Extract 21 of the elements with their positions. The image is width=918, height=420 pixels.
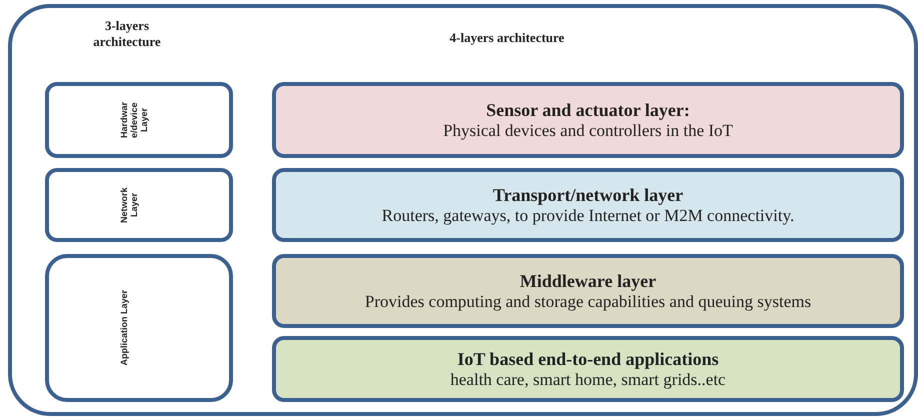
column-heading: 3-layers architecture xyxy=(92,18,162,50)
layer-box xyxy=(272,336,904,402)
layer-box xyxy=(45,82,233,158)
layer-description: Routers, gateways, to provide Internet or M2M connectivity. xyxy=(382,206,794,226)
layer-box xyxy=(45,168,233,242)
layer-description: Provides computing and storage capabilities and queuing systems xyxy=(364,292,812,312)
layer-title: Middleware layer xyxy=(520,270,656,292)
column-heading: 4-layers architecture xyxy=(448,30,566,46)
layer-box xyxy=(272,82,904,158)
layer-name: Hardwar e/device Layer xyxy=(119,101,150,140)
layer-name: Application Layer xyxy=(119,290,130,366)
layer-name: Network Layer xyxy=(119,186,140,225)
layer-description: health care, smart home, smart grids..etc xyxy=(450,370,726,390)
layer-title: IoT based end-to-end applications xyxy=(457,348,719,370)
outer-frame xyxy=(8,4,918,416)
layer-box xyxy=(45,254,233,402)
layer-description: Physical devices and controllers in the IoT xyxy=(443,120,733,140)
layer-title: Transport/network layer xyxy=(492,184,684,206)
layer-box xyxy=(272,254,904,328)
layer-title: Sensor and actuator layer: xyxy=(486,100,690,120)
layer-box xyxy=(272,168,904,242)
